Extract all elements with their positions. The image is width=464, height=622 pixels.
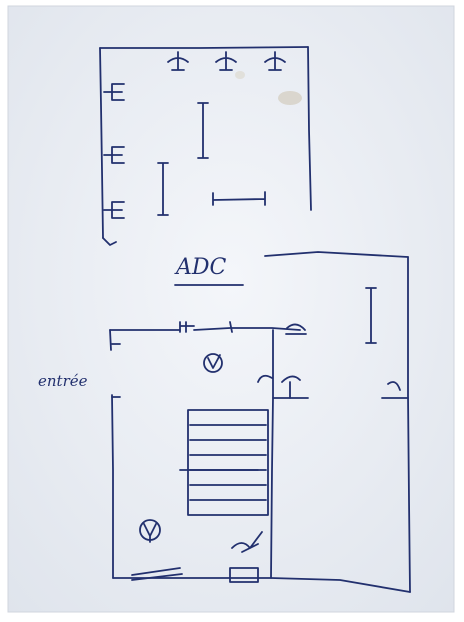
bottom-radiator xyxy=(131,567,183,581)
entrance-tick xyxy=(111,343,121,398)
circled-symbol-mark xyxy=(143,523,157,543)
door-swing xyxy=(229,321,307,335)
upper-room-wall-left xyxy=(99,47,104,239)
upper-room-door-notch xyxy=(102,237,117,246)
upper-room-wall-top xyxy=(99,46,309,49)
wall-outlet-symbol xyxy=(103,146,125,164)
circled-symbol-mark xyxy=(207,354,221,369)
middle-wall xyxy=(109,327,301,331)
right-fixture xyxy=(381,381,409,399)
paper-stain xyxy=(278,91,302,105)
corridor-wall-top xyxy=(264,251,409,258)
ceiling-light-symbol xyxy=(167,51,189,71)
paper-sheet xyxy=(7,5,455,613)
bottom-box xyxy=(229,567,259,583)
entrance-label: entrée xyxy=(38,372,88,390)
corridor-wall-right xyxy=(407,256,411,593)
pipe-sketch xyxy=(231,531,263,553)
upper-room-wall-right xyxy=(307,46,312,211)
ceiling-light-symbol xyxy=(215,51,237,71)
interior-partition xyxy=(212,191,266,206)
stair-wall-vertical xyxy=(270,329,274,579)
wall-outlet-symbol xyxy=(103,83,125,101)
bathroom-fixture xyxy=(257,374,301,399)
wall-outlet-symbol xyxy=(103,201,125,219)
interior-partition xyxy=(197,102,209,159)
door-swing xyxy=(179,321,195,333)
staircase xyxy=(187,409,269,516)
lower-room-wall-left xyxy=(109,329,114,579)
lower-room-wall-bottom xyxy=(112,577,411,593)
interior-partition xyxy=(157,162,169,216)
room-label: ADC xyxy=(174,255,227,280)
corridor-partition xyxy=(365,287,377,344)
circled-symbol xyxy=(203,353,223,373)
ceiling-light-symbol xyxy=(264,51,286,71)
paper-stain xyxy=(235,71,245,79)
